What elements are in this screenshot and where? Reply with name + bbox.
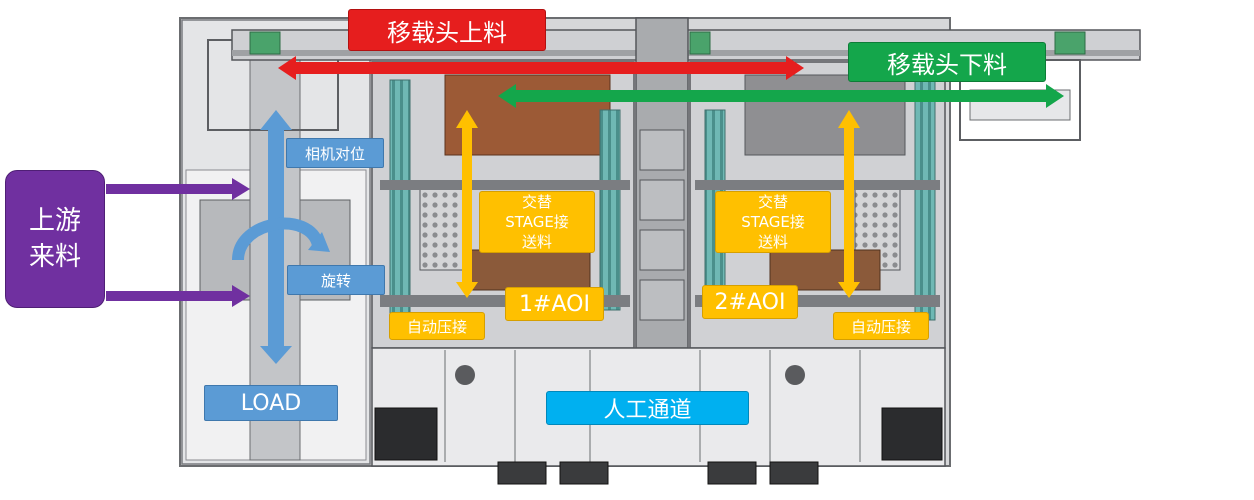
label-transfer-unload: 移载头下料 [848,42,1046,82]
label-stage-left-line2: STAGE接 [505,213,569,231]
label-aoi-1: 1#AOI [505,287,604,321]
label-stage-left: 交替 STAGE接 送料 [479,191,595,253]
label-rotate: 旋转 [287,265,385,295]
label-stage-left-line1: 交替 [521,193,552,211]
label-load: LOAD [204,385,338,421]
label-upstream-line1: 上游 [28,206,81,236]
label-manual-aisle: 人工通道 [546,391,749,425]
label-stage-right-line1: 交替 [757,193,788,211]
label-transfer-load: 移载头上料 [348,9,546,51]
label-stage-right-line2: STAGE接 [741,213,805,231]
arrow-upstream-bottom [106,285,250,307]
arrow-load-vertical [260,110,292,364]
label-aoi-2: 2#AOI [702,285,798,319]
label-auto-press-left: 自动压接 [389,312,485,340]
rotate-arrow [232,217,330,261]
label-upstream-line2: 来料 [28,242,81,272]
arrow-stage-left [456,110,478,298]
arrow-transfer-unload [498,84,1064,108]
label-auto-press-right: 自动压接 [833,312,929,340]
arrow-upstream-top [106,178,250,200]
label-stage-right: 交替 STAGE接 送料 [715,191,831,253]
arrow-transfer-load [278,56,804,80]
label-camera-align: 相机对位 [286,138,384,168]
label-stage-left-line3: 送料 [521,233,552,251]
label-upstream: 上游 来料 [5,170,105,308]
arrow-stage-right [838,110,860,298]
label-stage-right-line3: 送料 [757,233,788,251]
